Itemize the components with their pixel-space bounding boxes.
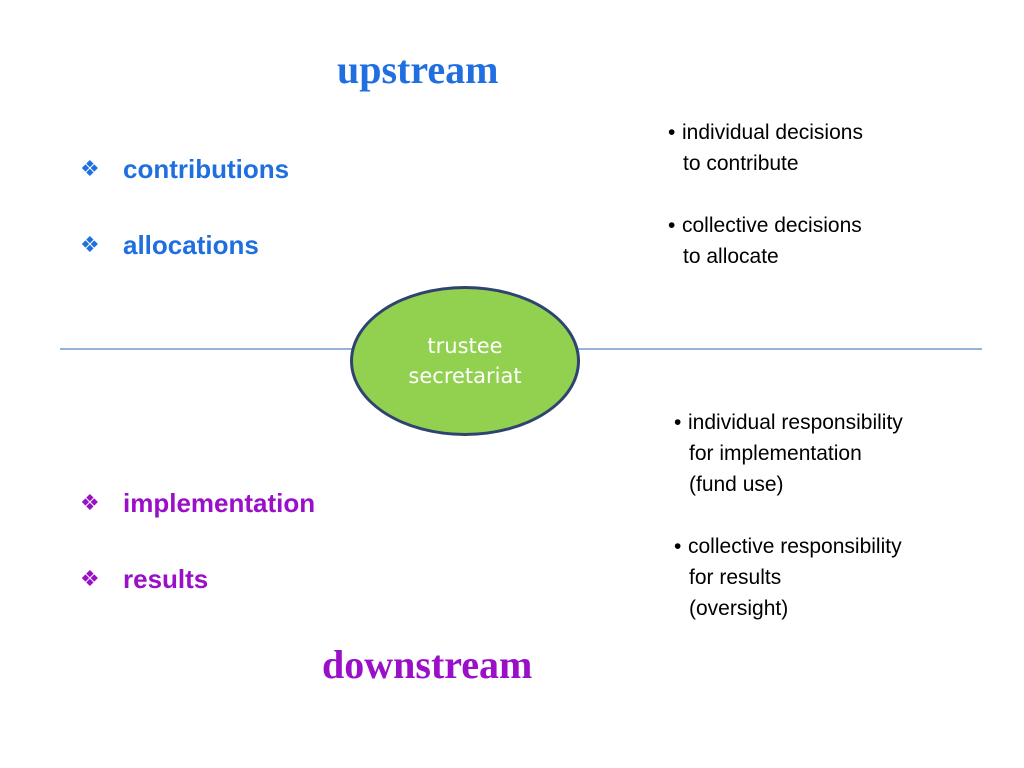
stage-item-results: ❖ results: [80, 562, 315, 638]
note-line: to contribute: [683, 152, 799, 175]
note-line: to allocate: [683, 245, 779, 268]
stage-item-contributions: ❖ contributions: [80, 152, 289, 228]
note-item-oversight: • collective responsibility for results (…: [674, 531, 903, 624]
hub-label-line: trustee: [427, 334, 503, 358]
bullet-icon: •: [668, 121, 676, 144]
hub-label-line: secretariat: [408, 364, 522, 388]
upstream-notes: • individual decisions to contribute • col…: [668, 117, 863, 303]
stage-label: implementation: [123, 488, 316, 518]
downstream-notes: • individual responsibility for implement…: [674, 407, 903, 655]
diamond-bullet-icon: ❖: [80, 490, 100, 515]
bullet-icon: •: [674, 535, 682, 558]
bullet-icon: •: [668, 214, 676, 237]
stage-label: results: [123, 564, 209, 594]
upstream-stage-list: ❖ contributions ❖ allocations: [80, 152, 289, 304]
note-line: (oversight): [689, 597, 789, 620]
trustee-secretariat-ellipse: trustee secretariat: [350, 286, 580, 436]
stage-item-implementation: ❖ implementation: [80, 486, 315, 562]
stage-label: contributions: [123, 154, 290, 184]
upstream-heading: upstream: [337, 47, 499, 92]
note-line: for implementation: [689, 442, 862, 465]
note-line: collective decisions: [682, 214, 862, 237]
stage-label: allocations: [123, 230, 259, 260]
diamond-bullet-icon: ❖: [80, 566, 100, 591]
note-line: for results: [689, 566, 782, 589]
note-item-allocate: • collective decisions to allocate: [668, 210, 863, 272]
stage-item-allocations: ❖ allocations: [80, 228, 289, 304]
note-line: individual responsibility: [688, 411, 903, 434]
downstream-stage-list: ❖ implementation ❖ results: [80, 486, 315, 638]
note-line: individual decisions: [682, 121, 863, 144]
diamond-bullet-icon: ❖: [80, 156, 100, 181]
downstream-heading: downstream: [322, 642, 533, 687]
diamond-bullet-icon: ❖: [80, 232, 100, 257]
note-item-contribute: • individual decisions to contribute: [668, 117, 863, 179]
note-item-fund-use: • individual responsibility for implement…: [674, 407, 903, 500]
note-line: (fund use): [689, 473, 784, 496]
note-line: collective responsibility: [688, 535, 902, 558]
bullet-icon: •: [674, 411, 682, 434]
